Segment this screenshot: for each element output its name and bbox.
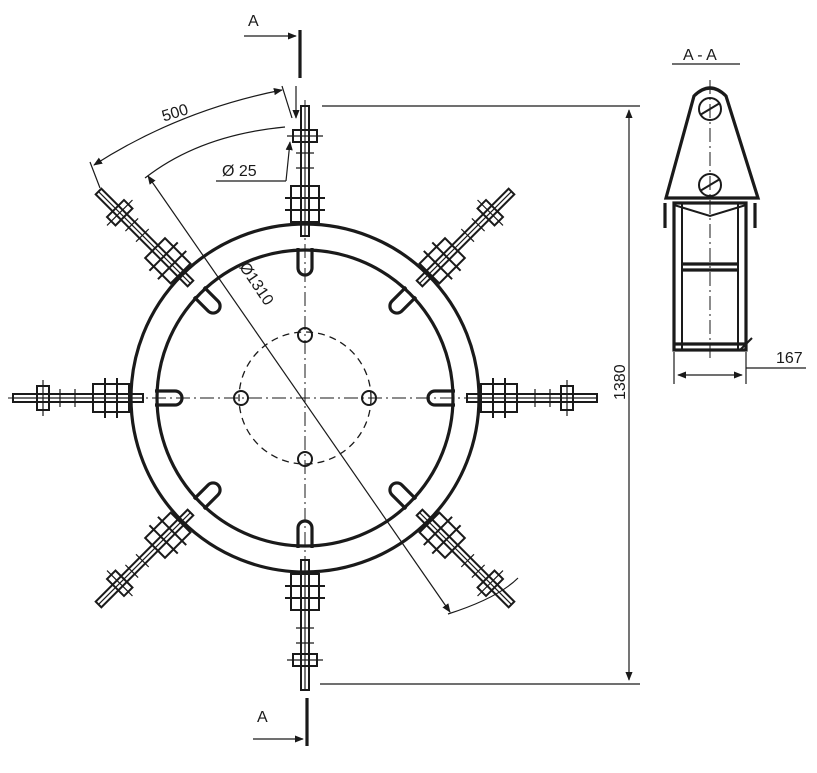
section-marker-top: A (244, 13, 302, 78)
dimension-text-ring: Ø1310 (235, 259, 276, 308)
dimension-height-1380: 1380 (320, 105, 640, 685)
section-letter-top: A (248, 13, 259, 30)
section-marker-bottom: A (253, 698, 309, 746)
dimension-pin-diameter: Ø 25 (216, 86, 300, 182)
spoke (415, 187, 516, 288)
spoke (94, 187, 195, 288)
section-letter-bottom: A (257, 709, 268, 726)
section-view-a-a: A - A 167 (663, 47, 806, 384)
lug-plate (663, 86, 761, 200)
main-view (8, 100, 600, 691)
slotted-hole (388, 481, 418, 511)
slotted-hole (192, 285, 222, 315)
spoke (415, 508, 516, 609)
dimension-arc-500: 500 (89, 85, 293, 189)
dimension-text-pin: Ø 25 (222, 163, 257, 180)
section-title: A - A (683, 47, 717, 64)
slotted-hole (388, 285, 418, 315)
slotted-hole (192, 481, 222, 511)
dimension-text-height: 1380 (612, 364, 629, 400)
spoke (94, 508, 195, 609)
dimension-text-500: 500 (160, 101, 191, 125)
dimension-text-width: 167 (776, 350, 803, 367)
